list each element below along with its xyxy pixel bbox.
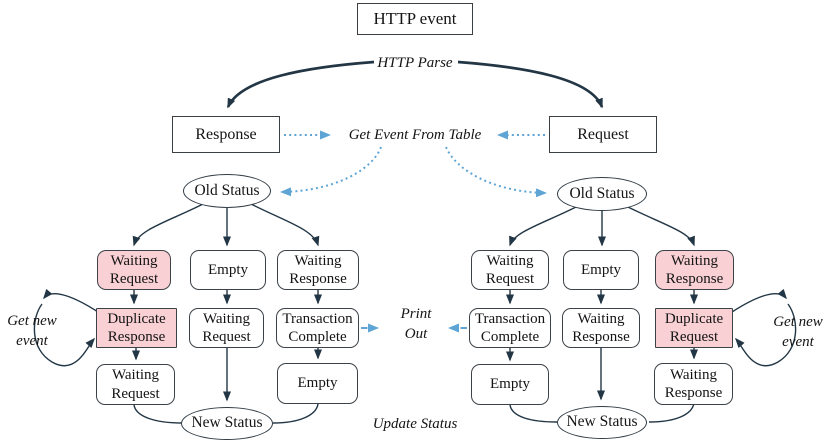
state-empty-right-3: Empty xyxy=(471,364,549,405)
new-status-left: New Status xyxy=(181,407,273,440)
state-waiting-request-left-2: Waiting Request xyxy=(189,308,264,348)
state-waiting-request-left-1: Waiting Request xyxy=(97,250,171,290)
state-waiting-response-right-1: Waiting Response xyxy=(655,250,734,290)
state-waiting-request-right-1: Waiting Request xyxy=(471,250,549,290)
state-waiting-response-left-1: Waiting Response xyxy=(277,250,359,290)
get-event-from-table-label: Get Event From Table xyxy=(348,127,482,143)
old-status-right: Old Status xyxy=(557,177,647,211)
state-empty-left-3: Empty xyxy=(277,363,358,404)
state-waiting-response-right-3: Waiting Response xyxy=(654,363,733,405)
state-transition-arrows xyxy=(33,202,797,424)
request-node: Request xyxy=(549,116,657,153)
http-parse-arrows xyxy=(226,60,604,109)
state-transaction-complete-left: Transaction Complete xyxy=(276,308,359,348)
state-empty-right-1: Empty xyxy=(563,250,639,290)
get-new-event-label-left: Get new event xyxy=(7,313,57,350)
state-duplicate-request-right: Duplicate Request xyxy=(655,308,733,348)
old-status-left: Old Status xyxy=(183,174,271,208)
http-event-node: HTTP event xyxy=(357,3,473,35)
http-parse-label: HTTP Parse xyxy=(377,55,453,71)
get-new-event-label-right: Get new event xyxy=(773,314,823,351)
new-status-right: New Status xyxy=(557,406,647,439)
state-empty-left-1: Empty xyxy=(190,250,266,290)
state-waiting-request-left-3: Waiting Request xyxy=(96,364,175,405)
state-transaction-complete-right: Transaction Complete xyxy=(469,308,551,348)
response-node: Response xyxy=(172,116,280,153)
print-out-label: Print Out xyxy=(400,306,432,343)
get-event-arrows xyxy=(280,130,547,198)
state-waiting-response-right-2: Waiting Response xyxy=(562,308,640,348)
state-duplicate-response-left: Duplicate Response xyxy=(96,308,177,348)
update-status-label: Update Status xyxy=(372,416,458,432)
